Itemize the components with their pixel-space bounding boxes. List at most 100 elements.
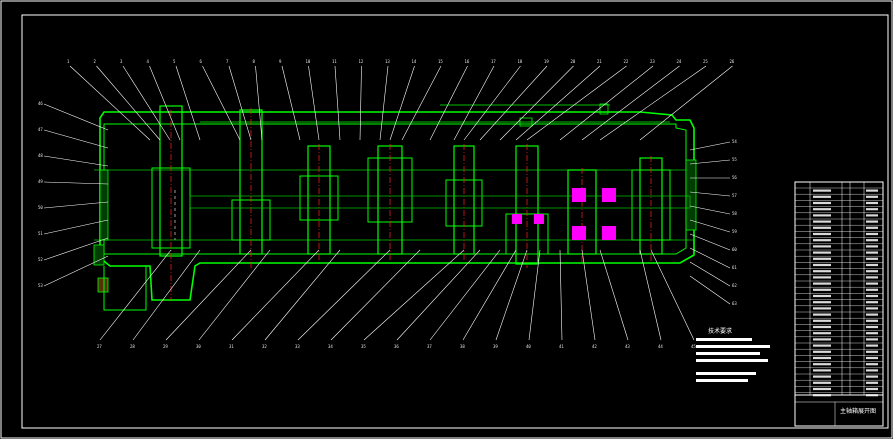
parts-list-cell (813, 350, 831, 353)
sheet-inner-border (21, 14, 889, 429)
leader-line (96, 65, 161, 141)
parts-list-cell (866, 387, 878, 391)
leader-line (499, 65, 574, 141)
balloon-label: 36 (394, 344, 399, 349)
parts-list-cell (813, 220, 831, 223)
balloon-label: 42 (592, 344, 597, 349)
parts-list-cell (866, 363, 878, 366)
parts-list-cell (866, 251, 878, 254)
parts-list-cell (813, 325, 831, 329)
balloon-label: 57 (732, 193, 737, 198)
parts-list-cell (813, 214, 831, 217)
parts-list-cell (813, 288, 831, 291)
balloon-label: 61 (732, 265, 737, 270)
parts-list-cell (866, 307, 878, 310)
parts-list-cell (813, 282, 831, 285)
leader-line (297, 249, 391, 341)
balloon-label: 62 (732, 283, 737, 288)
leader-line (462, 249, 517, 341)
notes-title: 技术要求 (708, 327, 732, 335)
balloon-label: 6 (200, 59, 203, 64)
leader-line (231, 249, 320, 341)
balloon-label: 18 (518, 59, 523, 64)
balloon-label: 49 (38, 179, 43, 184)
leader-line (264, 249, 341, 341)
shaft-group (151, 105, 691, 300)
leader-line (308, 65, 320, 141)
balloon-label: 13 (385, 59, 390, 64)
parts-list-cell (813, 189, 831, 192)
balloon-label: 33 (295, 344, 300, 349)
technical-notes: 技术要求 (696, 327, 770, 382)
balloon-label: 1 (67, 59, 70, 64)
title-block: 主轴箱展开图 (794, 394, 884, 427)
leader-line (689, 247, 731, 269)
balloon-label: 56 (732, 175, 737, 180)
balloon-label: 29 (163, 344, 168, 349)
parts-list-cell (866, 338, 878, 341)
parts-list-cell (813, 270, 831, 273)
parts-list-cell (866, 245, 878, 248)
parts-list-cell (866, 189, 878, 192)
leader-line (526, 65, 627, 141)
balloon-label: 23 (650, 59, 655, 64)
leader-line (69, 65, 151, 141)
parts-list-cell (866, 332, 878, 335)
balloon-label: 15 (438, 59, 443, 64)
leader-line (202, 65, 241, 141)
leader-line (389, 65, 415, 141)
parts-list-cell (866, 226, 878, 229)
leader-line (463, 65, 521, 141)
balloon-label: 50 (38, 205, 43, 210)
parts-list-cell (813, 369, 831, 372)
parts-list-cell (866, 195, 878, 198)
parts-list-cell (866, 325, 878, 329)
balloon-label: 16 (465, 59, 470, 64)
leader-line (401, 65, 442, 141)
leader-line (43, 155, 109, 167)
parts-list-cell (813, 301, 831, 304)
notes-line (696, 359, 768, 362)
balloon-label: 53 (38, 283, 43, 288)
balloon-label: 9 (279, 59, 282, 64)
parts-list-cell (866, 276, 878, 279)
parts-list-cell (813, 356, 831, 360)
balloon-label: 11 (332, 59, 337, 64)
leader-line (581, 65, 680, 141)
balloon-label: 3 (120, 59, 123, 64)
notes-line (696, 338, 752, 341)
parts-list-cell (866, 381, 878, 384)
leader-line (429, 249, 501, 341)
leader-line (43, 129, 109, 149)
parts-list-cell (813, 245, 831, 248)
balloon-label: 38 (460, 344, 465, 349)
parts-list-cell (866, 257, 878, 260)
balloon-label: 40 (526, 344, 531, 349)
parts-list-cell (813, 201, 831, 205)
balloon-label: 30 (196, 344, 201, 349)
notes-line (696, 372, 756, 375)
balloon-label: 5 (173, 59, 176, 64)
leader-line (559, 65, 654, 141)
parts-list-cell (813, 257, 831, 260)
leader-line (495, 249, 528, 341)
balloon-label: 34 (328, 344, 333, 349)
parts-list-cell (813, 332, 831, 335)
leader-line (175, 65, 201, 141)
leader-line (650, 249, 695, 341)
leader-line (359, 65, 362, 141)
parts-list-cell (866, 239, 878, 242)
leader-line (689, 275, 731, 305)
balloon-label: 25 (703, 59, 708, 64)
parts-list-cell (866, 344, 878, 347)
balloon-label: 4 (147, 59, 150, 64)
parts-list-cell (866, 232, 878, 236)
balloon-label: 37 (427, 344, 432, 349)
balloon-label: 55 (732, 157, 737, 162)
parts-list-cell (866, 220, 878, 223)
parts-list-cell (813, 344, 831, 347)
parts-list-cell (813, 263, 831, 267)
balloon-label: 7 (226, 59, 229, 64)
parts-list-cell (813, 381, 831, 384)
